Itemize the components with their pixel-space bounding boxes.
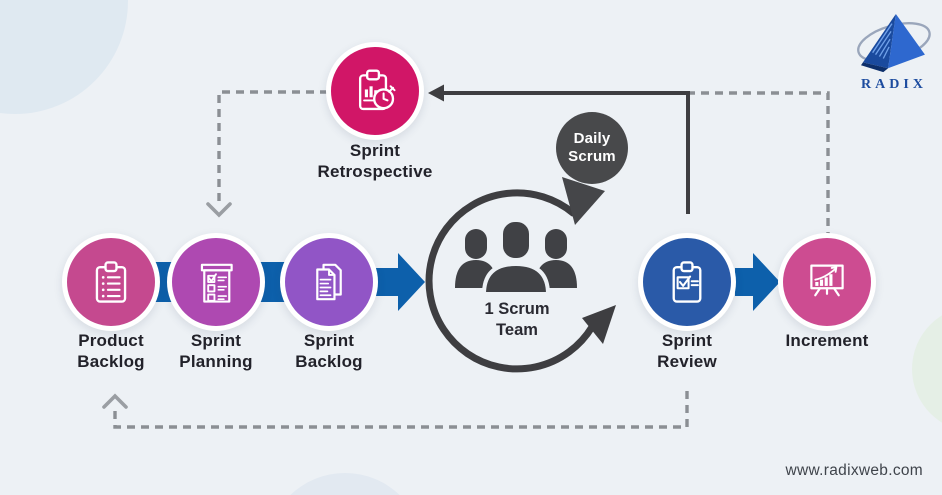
node-label-product-backlog: Product Backlog bbox=[77, 331, 145, 372]
clipboard-stopwatch-icon bbox=[358, 69, 396, 111]
node-increment bbox=[778, 233, 876, 331]
chevron-down-icon bbox=[206, 202, 232, 218]
node-label-sprint-backlog: Sprint Backlog bbox=[295, 331, 363, 372]
chevron-up-icon bbox=[102, 393, 128, 409]
website-url: www.radixweb.com bbox=[785, 462, 923, 479]
growth-chart-board-icon bbox=[810, 264, 844, 297]
scrum-team-icon bbox=[455, 218, 577, 296]
node-label-increment: Increment bbox=[785, 331, 869, 350]
node-product-backlog bbox=[62, 233, 160, 331]
task-checklist-icon bbox=[200, 263, 233, 303]
radix-pyramid-icon bbox=[857, 13, 931, 73]
arrowhead-left-icon bbox=[428, 84, 444, 102]
scrum-team-label: 1 Scrum Team bbox=[484, 300, 550, 339]
review-to-backlog-dashed-line bbox=[113, 391, 689, 429]
increment-feedback-dashed-line bbox=[690, 91, 830, 240]
clipboard-check-icon bbox=[672, 261, 702, 303]
node-label-sprint-planning: Sprint Planning bbox=[179, 331, 253, 372]
flow-arrow-right-icon bbox=[373, 253, 425, 311]
daily-scrum-badge: Daily Scrum bbox=[556, 112, 628, 184]
clipboard-list-icon bbox=[95, 261, 127, 303]
loop-arrowhead-icon bbox=[582, 305, 616, 344]
daily-scrum-badge-tail bbox=[562, 177, 605, 225]
node-sprint-retrospective bbox=[326, 42, 424, 140]
review-to-retrospective-line bbox=[443, 91, 690, 214]
node-sprint-planning bbox=[167, 233, 265, 331]
node-label-sprint-review: Sprint Review bbox=[657, 331, 717, 372]
scrum-loop-arc bbox=[425, 189, 596, 373]
documents-icon bbox=[316, 263, 342, 301]
node-sprint-review bbox=[638, 233, 736, 331]
radix-logo: RADIX bbox=[848, 12, 936, 93]
node-sprint-backlog bbox=[280, 233, 378, 331]
flow-arrow-right-icon bbox=[735, 253, 780, 311]
radix-logo-text: RADIX bbox=[861, 77, 927, 92]
node-label-sprint-retrospective: Sprint Retrospective bbox=[317, 141, 433, 182]
